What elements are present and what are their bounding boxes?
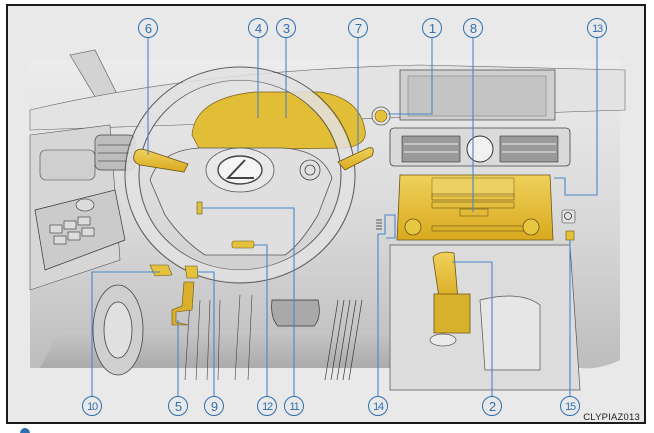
callout-15: 15	[560, 396, 580, 416]
callout-6: 6	[138, 18, 158, 38]
callout-7: 7	[348, 18, 368, 38]
callout-13: 13	[587, 18, 607, 38]
callout-11: 11	[284, 396, 304, 416]
callout-8: 8	[463, 18, 483, 38]
callout-4: 4	[248, 18, 268, 38]
callout-5: 5	[168, 396, 188, 416]
callout-2: 2	[482, 396, 502, 416]
callout-10: 10	[82, 396, 102, 416]
callout-1: 1	[422, 18, 442, 38]
callout-9: 9	[204, 396, 224, 416]
callout-12: 12	[257, 396, 277, 416]
callout-3: 3	[276, 18, 296, 38]
leader-lines	[91, 38, 598, 396]
steering-wheel	[124, 66, 391, 326]
callout-14: 14	[368, 396, 388, 416]
center-console	[376, 69, 581, 391]
page-marker	[20, 428, 30, 433]
figure-code: CLYPIAZ013	[583, 412, 640, 423]
